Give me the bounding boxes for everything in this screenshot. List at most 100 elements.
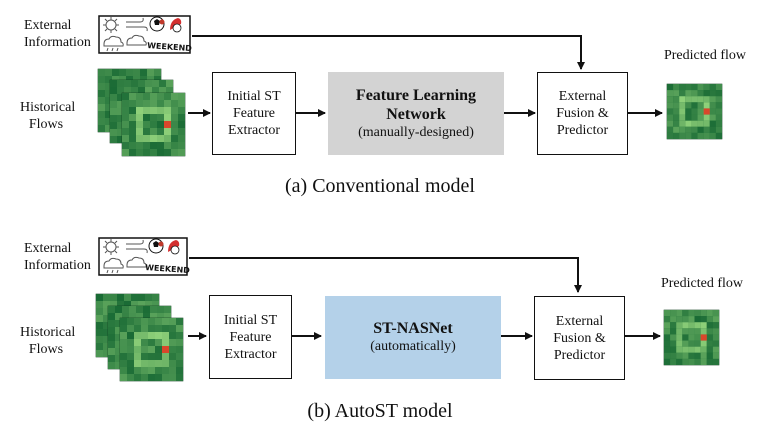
heatmap-cell <box>670 358 677 365</box>
heatmap-cell <box>155 318 162 325</box>
heatmap-cell <box>162 339 169 346</box>
heatmap-cell <box>98 125 105 132</box>
heatmap-cell <box>694 340 701 347</box>
heatmap-cell <box>103 308 110 315</box>
heatmap-cell <box>143 306 150 313</box>
heatmap-cell <box>122 100 129 107</box>
heatmap-cell <box>129 135 136 142</box>
heatmap-cell <box>673 84 680 91</box>
heatmap-cell <box>96 301 103 308</box>
historical-flow-heatmaps-a <box>97 68 186 157</box>
heatmap-cell <box>141 318 148 325</box>
heatmap-cell <box>150 149 157 156</box>
heatmap-cell <box>171 149 178 156</box>
heatmap-cell <box>667 126 674 133</box>
heatmap-cell <box>679 132 686 139</box>
heatmap-cell <box>129 142 136 149</box>
caption-b: (b) AutoST model <box>307 400 453 422</box>
label-line: Flows <box>28 117 64 132</box>
heatmap-cell <box>169 353 176 360</box>
heatmap-cell <box>152 80 159 87</box>
heatmap-cell <box>108 306 115 313</box>
cloud-icon <box>126 256 147 268</box>
heatmap-cell <box>148 374 155 381</box>
heatmap-cell <box>157 149 164 156</box>
heatmap-cell <box>122 306 129 313</box>
heatmap-cell <box>157 313 164 320</box>
heatmap-cell <box>155 325 162 332</box>
heatmap-cell <box>155 353 162 360</box>
heatmap-cell <box>138 294 145 301</box>
heatmap-hotspot <box>164 121 171 128</box>
heatmap-cell <box>706 322 713 329</box>
heatmap-cell <box>712 316 719 323</box>
heatmap-cell <box>105 83 112 90</box>
heatmap-cell <box>129 107 136 114</box>
heatmap-cell <box>169 339 176 346</box>
heatmap-cell <box>697 114 704 121</box>
heatmap-cell <box>670 322 677 329</box>
heatmap-cell <box>103 294 110 301</box>
heatmap-cell <box>105 69 112 76</box>
heatmap-cell <box>120 332 127 339</box>
heatmap-cell <box>148 325 155 332</box>
heatmap-cell <box>164 107 171 114</box>
heatmap-cell <box>138 301 145 308</box>
heatmap-cell <box>115 341 122 348</box>
heatmap-cell <box>162 332 169 339</box>
heatmap-cell <box>709 132 716 139</box>
heatmap-cell <box>667 90 674 97</box>
heatmap-cell <box>697 132 704 139</box>
heatmap-cell <box>155 367 162 374</box>
heatmap-cell <box>171 121 178 128</box>
heatmap-cell <box>150 121 157 128</box>
heatmap-cell <box>709 114 716 121</box>
predicted-flow-label-a: Predicted flow <box>663 48 747 63</box>
heatmap-cell <box>115 327 122 334</box>
heatmap-cell <box>169 318 176 325</box>
heatmap-cell <box>155 332 162 339</box>
heatmap-cell <box>706 358 713 365</box>
heatmap-cell <box>697 90 704 97</box>
heatmap-cell <box>715 90 722 97</box>
heatmap-cell <box>129 306 136 313</box>
heatmap-cell <box>706 328 713 335</box>
label-line: Flows <box>28 342 64 357</box>
heatmap-cell <box>127 339 134 346</box>
heatmap-cell <box>682 340 689 347</box>
heatmap-cell <box>706 340 713 347</box>
soccer-ball-icon <box>149 16 165 32</box>
heatmap-cell <box>134 367 141 374</box>
heatmap-cell <box>164 93 171 100</box>
heatmap-cell <box>127 353 134 360</box>
heatmap-cell <box>136 128 143 135</box>
heatmap-cell <box>117 294 124 301</box>
heatmap-cell <box>117 108 124 115</box>
heatmap-cell <box>166 80 173 87</box>
heatmap-cell <box>706 334 713 341</box>
heatmap-cell <box>171 107 178 114</box>
heatmap-cell <box>152 87 159 94</box>
heatmap-cell <box>119 69 126 76</box>
heatmap-cell <box>110 80 117 87</box>
heatmap-cell <box>120 346 127 353</box>
heatmap-cell <box>679 84 686 91</box>
heatmap-cell <box>134 360 141 367</box>
heatmap-cell <box>667 96 674 103</box>
heatmap-cell <box>115 313 122 320</box>
heatmap-cell <box>169 332 176 339</box>
sun-icon <box>103 239 119 255</box>
heatmap-cell <box>664 352 671 359</box>
heatmap-cell <box>115 355 122 362</box>
heatmap-cell <box>712 334 719 341</box>
heatmap-cell <box>164 128 171 135</box>
heatmap-cell <box>178 149 185 156</box>
heatmap-cell <box>162 325 169 332</box>
heatmap-cell <box>670 316 677 323</box>
heatmap-cell <box>688 358 695 365</box>
heatmap-cell <box>688 310 695 317</box>
heatmap-cell <box>685 126 692 133</box>
heatmap-cell <box>164 100 171 107</box>
historical-flows-label-b: Historical Flows <box>20 324 75 358</box>
heatmap-cell <box>122 93 129 100</box>
